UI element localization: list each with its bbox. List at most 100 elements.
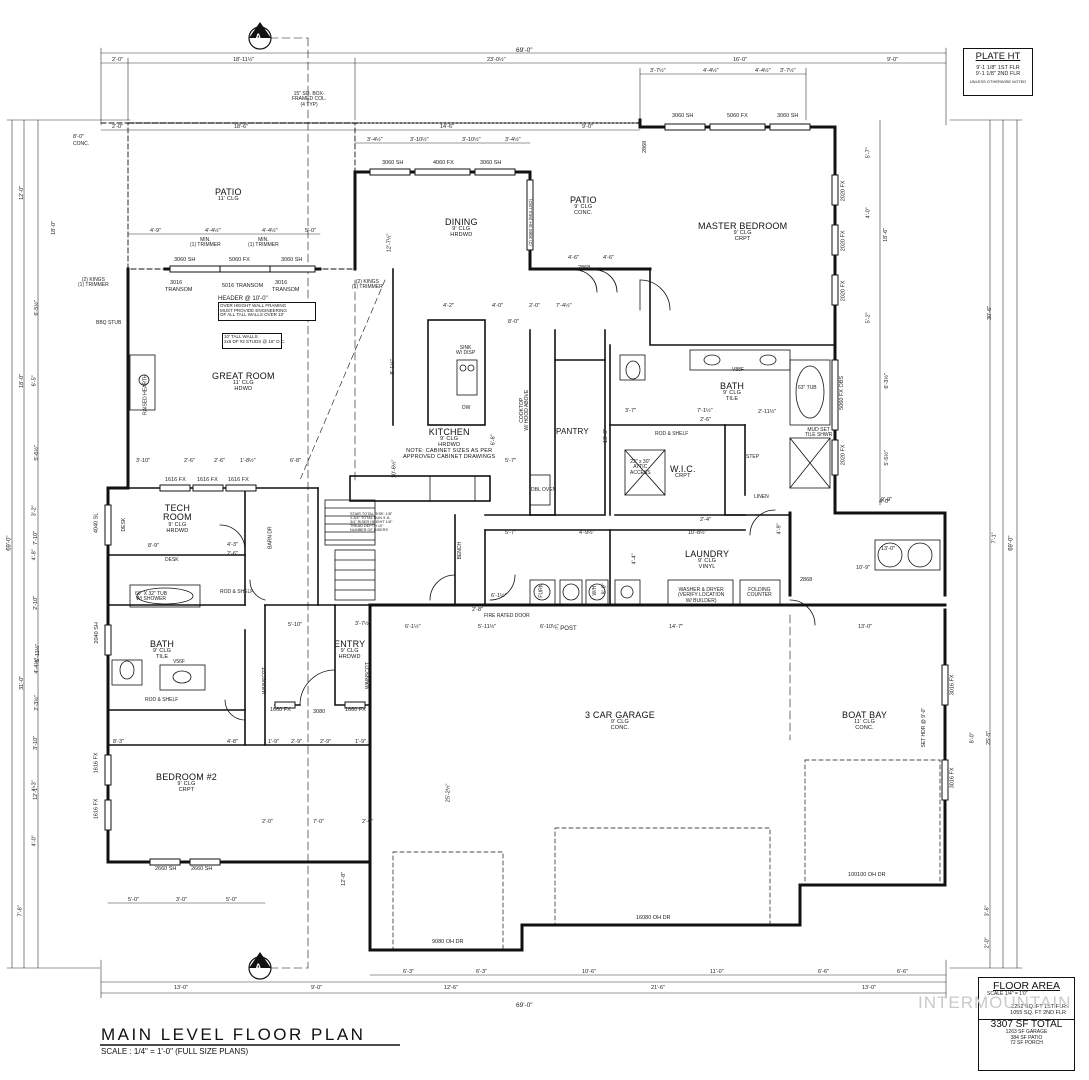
dimension-label-left: 69'-0" [6,535,13,551]
label-min: MIN. [200,237,211,243]
room-detail: 9' CLG [340,648,359,655]
floor-area-scale: SCALE 1/4" = 1'0" [987,991,1028,998]
window-label: 1616 FX [165,477,186,483]
section-marker-bottom [248,952,272,980]
label-trimmer: (1) TRIMMER [248,242,279,249]
room-detail: 9' CLG [733,230,752,237]
dimension-label-interior: 4'-9½" [579,530,595,536]
dimension-label-interior: 3'-10" [136,458,151,464]
label-min-trimmer-2: MIN. (1) TRIMMER [248,237,279,249]
label-desk-1: DESK [121,517,128,532]
tub-bath-2: W/ SHOWER [136,596,167,603]
room-entry: ENTRY 9' CLG HRDWD [334,639,366,661]
dimension-label-right: 6'-3½" [883,373,890,389]
window-marks [104,123,949,866]
dimension-label-bottom: 13'-0" [174,985,189,991]
dimension-label-top: 2'-0" [112,57,123,63]
floor-area-first: 2252 SQ. FT 1ST FLR [1011,1004,1066,1011]
floor-area-total: 3307 SF TOTAL [979,1018,1074,1031]
label-min-trimmer-1: MIN. (1) TRIMMER [190,237,221,249]
dimension-label-left: 4'-4½" [33,658,40,674]
tall-walls-note: 10' TALL WALLS 2x6 DF #2 STUDS @ 16" O.C… [223,334,285,345]
room-detail: 9' CLG [452,226,471,233]
header-note-2: MUST PROVIDE ENGINEERING [220,307,287,313]
plate-height-heading: PLATE HT [975,51,1021,62]
room-detail: 9' CLG [168,521,187,528]
dimension-label-top: 9'-0" [887,57,898,63]
room-detail-2: HDWD [234,386,253,393]
header-note-3: OF ALL TALL WALLS OVER 10' [220,312,284,318]
garage-doors [392,759,941,950]
dimension-label-bottom: 21'-6" [651,985,666,991]
floor-area-porch: 72 SF PORCH [1010,1039,1043,1046]
dimension-label-top: 18'-6" [234,124,249,130]
kitchen-note: NOTE: CABINET SIZES AS PER [406,447,493,454]
dimension-label-interior: 4'-3" [227,542,238,548]
dimension-label-top: 9'-0" [582,124,593,130]
washer-dryer-1: WASHER & DRYER [678,587,724,593]
room-name: 3 CAR GARAGE [585,710,655,720]
dimension-label-top: 14'-6" [440,124,455,130]
label-column-1: 15" SQ. BOX- [293,91,325,97]
dimension-label-left: 31'-0" [19,675,26,690]
label-wainscot-2: WAINSCOT [364,662,371,690]
room-name: BOAT BAY [842,710,888,720]
dimension-label-left: 5'-6½" [33,445,40,461]
plan-title: MAIN LEVEL FLOOR PLAN [101,1025,366,1044]
mud-set-2: TILE SHWR [805,432,833,439]
window-label: 3060 SH [174,257,196,263]
dimension-label-interior: 2'-6" [227,551,238,557]
scale-note: SCALE : 1/4" = 1'-0" (FULL SIZE PLANS) [101,1047,249,1056]
room-name: ENTRY [334,639,366,649]
dimension-label-interior: 4'-4" [631,553,638,565]
label-column-3: (4 TYP) [300,101,318,108]
dimension-label-interior: 6'-6" [490,434,497,446]
dimension-label-right: 8'-0" [969,732,976,744]
room-detail: 11' CLG [232,380,254,387]
room-name: TECH [164,503,191,513]
window-label: 3016 FX [949,767,956,789]
header-note-1: OVER HEIGHT WALL FRAMING [220,303,287,308]
window-label: 16080 OH DR [636,915,671,921]
dimension-label-top: 5'-0" [305,228,316,234]
folding-2: COUNTER [747,592,772,599]
room-detail-2: CONC. [855,725,874,732]
dimension-label-left: 18'-0" [19,373,26,388]
dimension-label-interior: 13'-0" [881,546,896,552]
dimension-label-left: 12'-0" [19,185,26,200]
dimension-label-top: 3'-4½" [505,137,521,143]
window-label: 3016 FX [949,674,956,696]
label-dbl-oven: DBL OVEN [531,487,557,493]
window-label: 3016 [170,280,183,286]
dimension-label-interior: 8'-1½" [389,359,396,375]
attic-3: ACCESS [630,469,651,476]
dimension-label-interior: 6'-1½" [491,593,507,599]
dimension-label-interior: 7'-1½" [697,408,713,414]
dimension-label-interior: 5'-7" [505,458,516,464]
stairs [324,499,376,601]
label-desk-2: DESK [165,557,179,563]
window-label: 9080 OH DR [432,939,464,945]
dimension-label-interior: 10'-6½" [391,459,398,479]
dimension-label-right: 5'-7" [865,147,872,159]
window-label: 2020 FX [840,444,847,466]
label-water-heater: W/H [592,585,599,596]
room-name: MASTER BEDROOM [698,221,788,231]
label-set-header: SET HDR @ 9'-0" [921,707,928,748]
window-label: 3080 [313,709,326,715]
dimension-label-interior: 3'-7" [625,408,636,414]
header-note: OVER HEIGHT WALL FRAMING MUST PROVIDE EN… [219,303,315,319]
window-label: 3060 SH [281,257,303,263]
room-detail-2: HRDWD [166,527,189,534]
dimension-label-left: 3'-10" [33,735,40,750]
dimension-label-interior: 2'-8" [472,607,483,613]
window-label: 3060 SH [382,160,404,166]
header-note-box: OVER HEIGHT WALL FRAMING MUST PROVIDE EN… [218,302,316,321]
dimension-label-interior: 4'-2" [443,303,454,309]
room-name-2: ROOM [163,512,192,523]
dimension-label-top: 3'-7½" [650,68,666,74]
label-kings-right-2: (1) TRIMMER [352,284,383,291]
dimension-label-interior: 3'-7½" [355,621,371,627]
dimension-label-bottom: 6'-6" [818,969,829,975]
window-label: TRANSOM [272,287,300,293]
